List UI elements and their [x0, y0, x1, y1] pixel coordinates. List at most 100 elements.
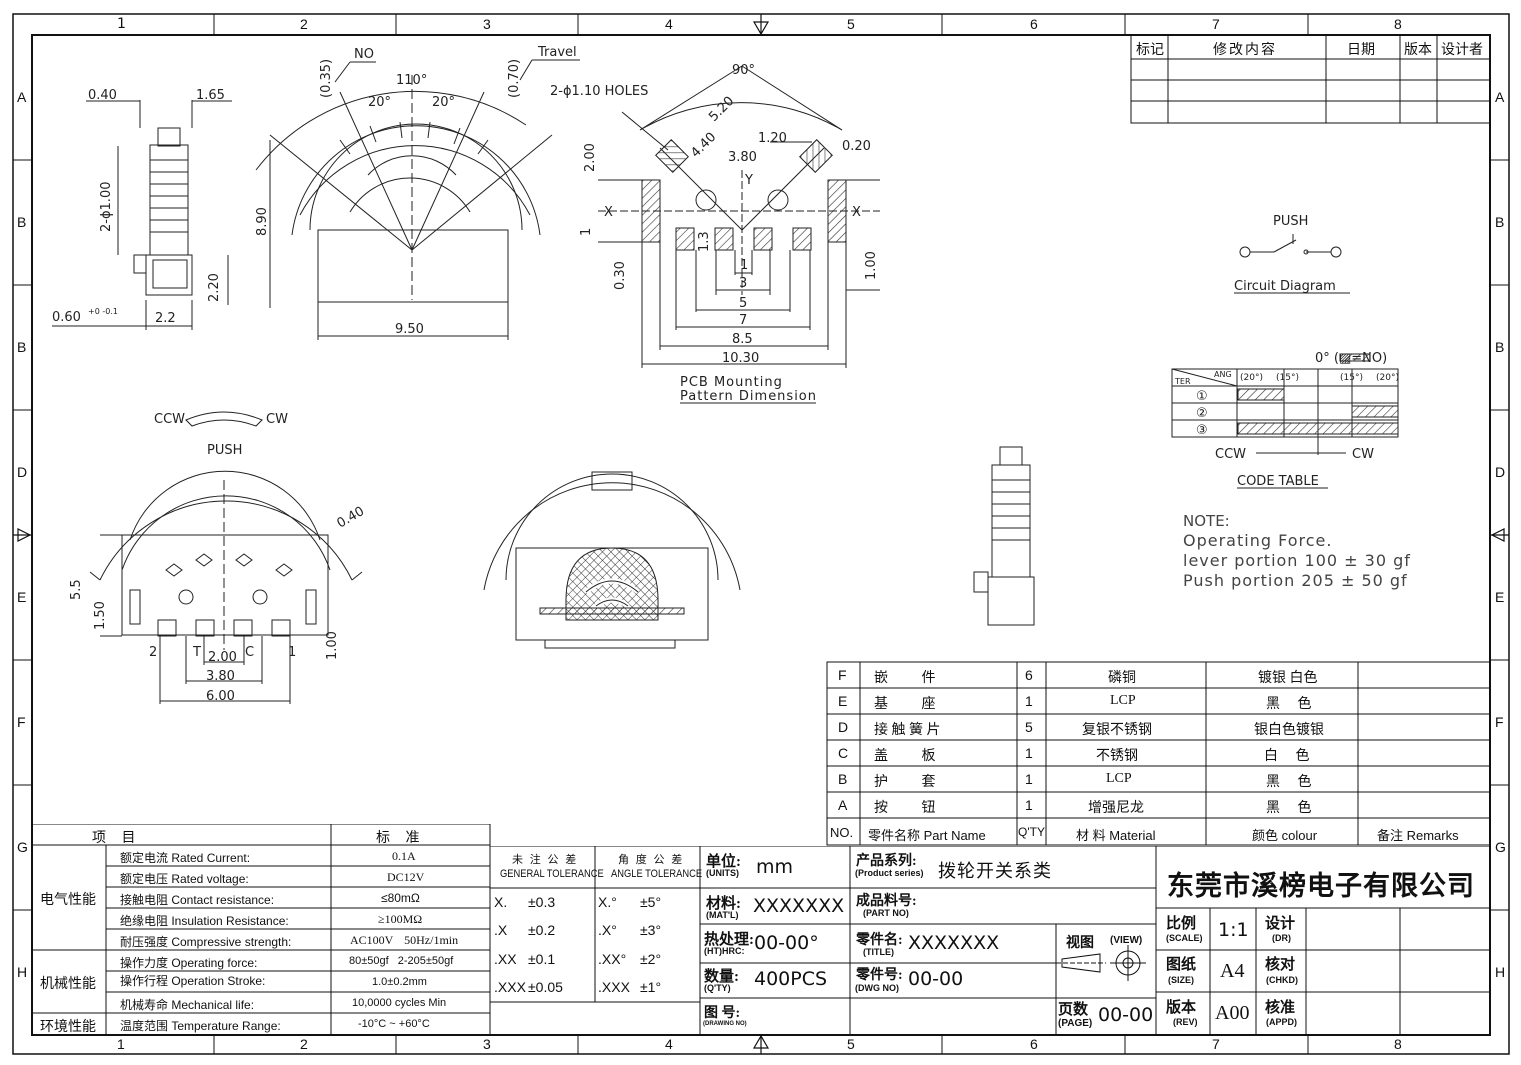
tb-title-label: 零件名:	[856, 933, 903, 948]
row-d-right: D	[1495, 464, 1506, 480]
spec-row-item: 额定电压 Rated voltage:	[120, 872, 249, 886]
note-line-2: lever portion 100 ± 30 gf	[1183, 551, 1411, 570]
tb-scale-en: (SCALE)	[1166, 933, 1203, 943]
pcb-d020: 0.20	[842, 139, 871, 154]
tb-view-en: (VIEW)	[1110, 935, 1143, 946]
bv-cw: CW	[266, 412, 288, 427]
spec-row-item: 额定电流 Rated Current:	[120, 851, 251, 865]
tb-view-label: 视图	[1066, 936, 1094, 951]
row-h-right: H	[1495, 964, 1506, 980]
tol-g-key: X.	[494, 894, 508, 910]
code-table-text: 0° (▨=NO) TER ANG (20°) (15°) (15°) (20°…	[1174, 351, 1399, 489]
tb-page-en: (PAGE)	[1058, 1018, 1093, 1029]
pcb-w7: 7	[739, 313, 747, 328]
rev-h-mark: 标记	[1136, 43, 1164, 58]
tb-title: XXXXXXX	[908, 932, 1000, 954]
code-row-2: ②	[1196, 406, 1208, 421]
tb-rev-label: 版本	[1166, 1000, 1197, 1016]
tb-size-en: (SIZE)	[1168, 975, 1194, 985]
pcb-w5: 5	[739, 296, 747, 311]
bv-ccw: CCW	[154, 412, 185, 427]
dim-035: (0.35)	[319, 59, 334, 98]
bom-row-qty: 1	[1025, 797, 1033, 813]
tol-a-key: .X°	[598, 922, 617, 938]
bom-row-colour: 镀银 白色	[1258, 671, 1318, 686]
rev-h-version: 版本	[1404, 43, 1432, 58]
col-2-top: 2	[300, 16, 308, 32]
spec-row-value: AC100V 50Hz/1min	[350, 933, 459, 947]
row-h-left: H	[17, 964, 28, 980]
note-line-1: Operating Force.	[1183, 531, 1333, 550]
pcb-pattern-drawing	[598, 65, 880, 368]
tb-dwgno: 00-00	[908, 968, 964, 990]
tb-page: 00-00	[1098, 1004, 1154, 1026]
grid-ticks	[13, 14, 1509, 1054]
bom-h-name: 零件名称 Part Name	[868, 828, 986, 843]
bv-pt: T	[192, 645, 201, 660]
code-row-1: ①	[1196, 389, 1208, 404]
angle-20b: 20°	[432, 95, 455, 110]
col-8-bottom: 8	[1394, 1036, 1402, 1052]
dim-165: 1.65	[196, 88, 225, 103]
spec-row-value: ≤80mΩ	[381, 891, 420, 905]
col-3-top: 3	[483, 16, 491, 32]
pcb-x2: X	[852, 205, 861, 220]
tb-rev-en: (REV)	[1173, 1017, 1198, 1027]
col-6-top: 6	[1030, 16, 1038, 32]
tb-series-en: (Product series)	[855, 868, 924, 878]
tb-mat-label: 材料:	[706, 896, 741, 912]
row-a-right: A	[1495, 89, 1505, 105]
row-a-left: A	[17, 89, 27, 105]
tb-dr-en: (DR)	[1272, 933, 1291, 943]
tol-a-key: .XX°	[598, 951, 627, 967]
spec-row-value: 10,0000 cycles Min	[352, 997, 447, 1009]
title-block-lines	[700, 846, 1491, 1036]
tb-series-label: 产品系列:	[856, 854, 917, 869]
bom-row-material: LCP	[1110, 693, 1136, 708]
spec-row-item: 操作力度 Operating force:	[120, 956, 258, 970]
spec-row-value: 80±50gf 2-205±50gf	[349, 955, 454, 967]
row-e-left: E	[17, 589, 27, 605]
spec-row-value: 1.0±0.2mm	[372, 976, 427, 988]
tb-size-label: 图纸	[1166, 957, 1197, 973]
tb-scale: 1:1	[1218, 919, 1249, 941]
tol-general-en: GENERAL TOLERANCE	[500, 868, 604, 880]
bom-row-no: E	[838, 693, 848, 709]
row-e-right: E	[1495, 589, 1505, 605]
dim-tol: +0 -0.1	[88, 307, 118, 316]
pcb-w1: 1	[740, 258, 748, 273]
bom-row-name: 接 触 簧 片	[874, 723, 941, 738]
tol-g-val: ±0.1	[528, 951, 556, 967]
spec-row-item: 接触电阻 Contact resistance:	[120, 893, 275, 907]
pcb-d100: 1.00	[864, 251, 879, 280]
tol-a-val: ±2°	[640, 951, 662, 967]
spec-h-item: 项 目	[92, 831, 136, 846]
tb-scale-label: 比例	[1166, 916, 1197, 932]
dim-040: 0.40	[88, 88, 117, 103]
spec-group-electrical: 电气性能	[40, 893, 96, 908]
pcb-w3: 3	[739, 276, 747, 291]
tb-mat-en: (MAT'L)	[706, 910, 739, 920]
spec-row-value: DC12V	[387, 870, 425, 884]
bom-row-qty: 5	[1025, 719, 1033, 735]
angle-20a: 20°	[368, 95, 391, 110]
pcb-caption-1: PCB Mounting	[680, 375, 783, 390]
tb-appd-label: 核准	[1265, 1000, 1296, 1016]
row-d-left: D	[17, 464, 28, 480]
bom-row-no: D	[838, 719, 849, 735]
bom-row-colour: 银白色镀银	[1254, 723, 1324, 738]
dim-220: 2.20	[207, 273, 222, 302]
pcb-d120: 1.20	[758, 131, 787, 146]
bom-row-no: C	[838, 745, 849, 761]
spec-group-environment: 环境性能	[40, 1020, 96, 1035]
col-2-bottom: 2	[300, 1036, 308, 1052]
centering-marks	[13, 14, 1509, 1054]
row-g-left: G	[17, 839, 28, 855]
row-f-left: F	[17, 714, 26, 730]
bom-row-no: F	[838, 667, 847, 683]
tol-g-key: .X	[494, 922, 508, 938]
row-b-right: B	[1495, 214, 1505, 230]
bottom-view-drawing	[89, 411, 363, 704]
spec-row-item: 绝缘电阻 Insulation Resistance:	[120, 914, 289, 928]
tol-a-key: X.°	[598, 894, 617, 910]
